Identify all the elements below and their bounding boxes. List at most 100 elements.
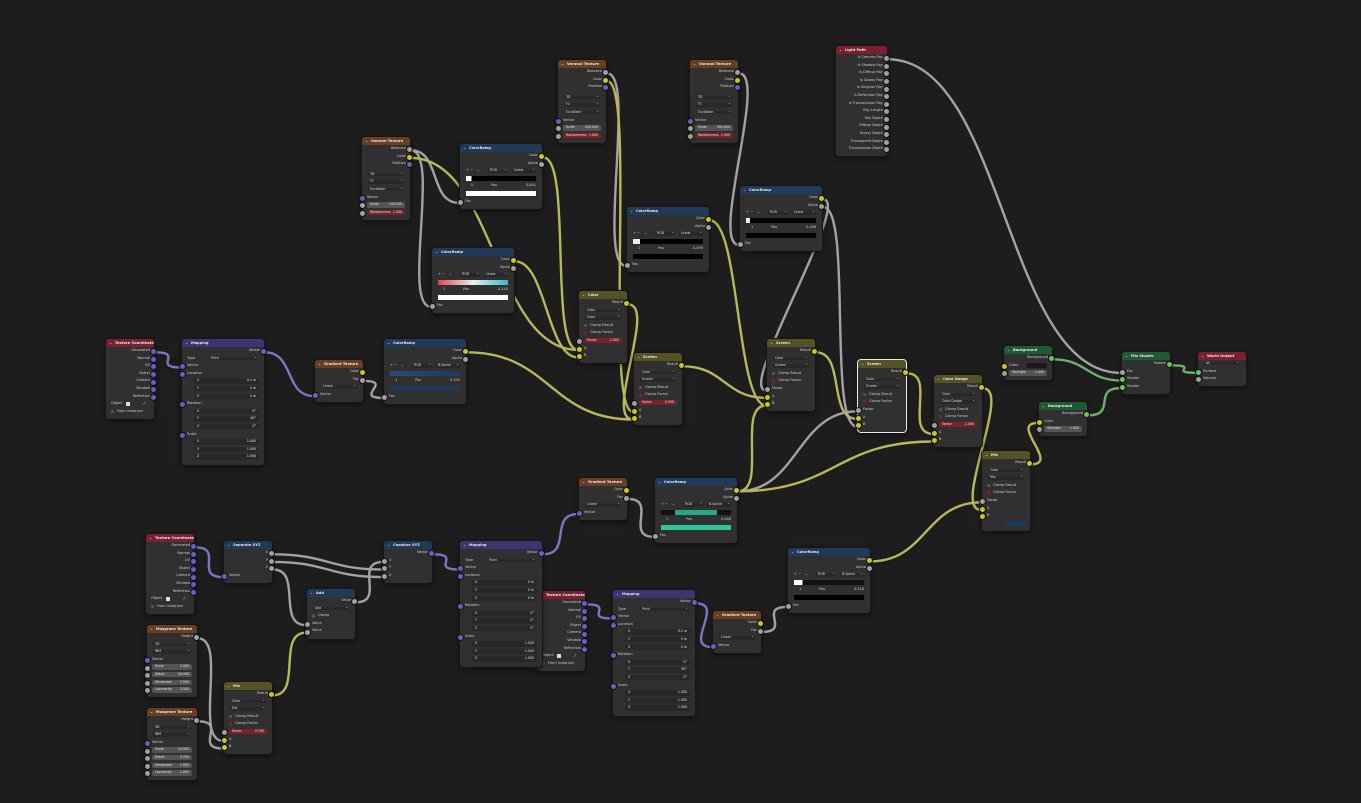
node-header[interactable]: ⌄ColorRamp [740, 186, 822, 194]
socket-ref[interactable] [581, 645, 589, 653]
socket-b[interactable] [930, 437, 938, 445]
socket-fac[interactable] [784, 602, 792, 610]
dropdown[interactable]: Color Dodge [939, 398, 977, 405]
collapse-chevron-icon[interactable]: ⌄ [1042, 404, 1046, 408]
collapse-chevron-icon[interactable]: ⌄ [150, 627, 154, 631]
dropdown[interactable]: Color [772, 355, 810, 361]
node-mixc1[interactable]: ⌄ColorResultColorColorClamp ResultClamp … [575, 291, 631, 364]
dropdown[interactable]: Color [229, 698, 267, 704]
checkbox[interactable] [639, 393, 643, 397]
gradient-preview[interactable] [390, 370, 460, 377]
collapse-chevron-icon[interactable]: ⌄ [770, 341, 774, 345]
dropdown[interactable]: Color [863, 376, 901, 382]
socket-alpha[interactable] [818, 202, 826, 210]
node-header[interactable]: ⌄Light Path [836, 46, 887, 54]
dropdown[interactable]: Screen [863, 383, 901, 390]
socket-obj[interactable] [581, 623, 589, 631]
socket-col[interactable] [757, 620, 765, 628]
socket-col[interactable] [406, 153, 414, 161]
node-gr2[interactable]: ⌄Gradient TextureColorFacLinearVector [575, 478, 631, 520]
color-swatch[interactable] [1006, 520, 1027, 527]
checkbox[interactable] [111, 409, 115, 414]
collapse-chevron-icon[interactable]: ⌄ [861, 362, 865, 366]
socket-lp5[interactable] [883, 85, 891, 93]
socket-s2[interactable] [1118, 384, 1126, 392]
socket-a[interactable] [763, 393, 771, 401]
node-header[interactable]: ⌄Color [579, 291, 627, 299]
node-header[interactable]: ⌄Musgrave Texture [147, 708, 197, 716]
socket-lp8[interactable] [883, 108, 891, 116]
socket-fac[interactable] [1118, 368, 1126, 376]
socket-rand[interactable] [686, 133, 694, 141]
type-dropdown[interactable]: Point [486, 557, 537, 563]
socket-b[interactable] [630, 415, 638, 423]
collapse-chevron-icon[interactable]: ⌄ [463, 543, 467, 547]
socket-b[interactable] [978, 513, 986, 521]
interpolation-dropdown[interactable]: B-Spline [434, 362, 461, 369]
node-header[interactable]: ⌄Gradient Texture [713, 611, 761, 619]
dropdown[interactable]: 3D [152, 724, 192, 730]
object-field[interactable] [557, 654, 561, 659]
node-header[interactable]: ⌄Voronoi Texture [362, 137, 410, 145]
node-header[interactable]: ⌄Screen [634, 353, 682, 361]
socket-col[interactable] [1000, 362, 1008, 370]
socket-col[interactable] [623, 487, 631, 495]
dropdown[interactable]: Color [939, 391, 977, 397]
socket-lp4[interactable] [883, 78, 891, 86]
socket-h[interactable] [193, 634, 201, 642]
dropdown[interactable]: F1 [695, 101, 733, 108]
collapse-chevron-icon[interactable]: ⌄ [743, 188, 747, 192]
collapse-chevron-icon[interactable]: ⌄ [365, 139, 369, 143]
node-header[interactable]: ⌄Texture Coordinate [537, 591, 585, 599]
socket-vec[interactable] [143, 740, 151, 748]
dropdown[interactable]: 3D [152, 641, 192, 647]
socket-res[interactable] [811, 348, 819, 356]
socket-out[interactable] [538, 550, 546, 558]
ramp-menu-icon[interactable]: ⌄ [449, 272, 452, 277]
socket-out[interactable] [260, 348, 268, 356]
node-header[interactable]: ⌄Mix [224, 682, 272, 690]
node-map1[interactable]: ⌄MappingVectorTypePointVectorLocationX0.… [178, 339, 268, 465]
checkbox[interactable] [863, 400, 867, 404]
socket-res[interactable] [678, 362, 686, 370]
collapse-chevron-icon[interactable]: ⌄ [149, 536, 153, 540]
node-gr1[interactable]: ⌄Gradient TextureColorFacLinearVector [311, 360, 367, 402]
collapse-chevron-icon[interactable]: ⌄ [1125, 354, 1129, 358]
socket-val[interactable] [351, 598, 359, 606]
dropdown[interactable]: fBM [152, 648, 192, 655]
add-stop-icon[interactable]: + − [390, 363, 397, 368]
socket-d[interactable] [143, 672, 151, 680]
stop-color-swatch[interactable] [746, 232, 816, 239]
socket-vec[interactable] [686, 117, 694, 125]
checkbox[interactable] [772, 371, 776, 376]
socket-gen[interactable] [581, 600, 589, 608]
socket-b[interactable] [854, 422, 862, 430]
socket-cam[interactable] [581, 630, 589, 638]
collapse-chevron-icon[interactable]: ⌄ [716, 613, 720, 617]
node-header[interactable]: ⌄ColorRamp [384, 339, 466, 347]
collapse-chevron-icon[interactable]: ⌄ [310, 591, 314, 595]
dropdown[interactable]: Linear [584, 501, 622, 508]
dropdown[interactable]: Screen [639, 376, 677, 383]
socket-fac[interactable] [380, 393, 388, 401]
dropdown[interactable]: 3D [367, 171, 405, 178]
socket-res[interactable] [268, 691, 276, 699]
